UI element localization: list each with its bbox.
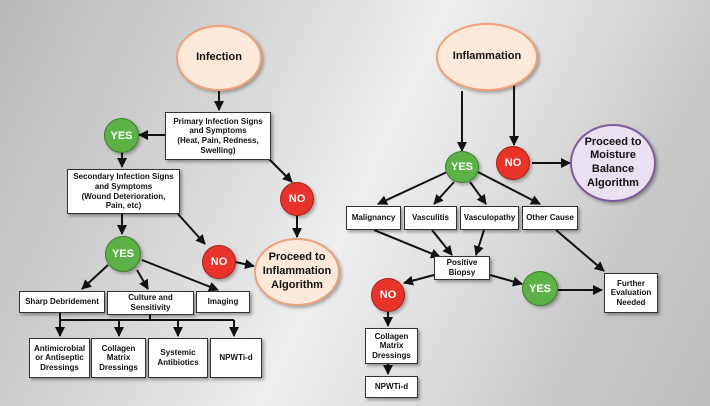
arrow-secondary-to-no2 (177, 213, 206, 245)
primary-signs-box: Primary Infection Signs and Symptoms (He… (165, 112, 271, 160)
antimicrobial-box: Antimicrobial or Antiseptic Dressings (29, 338, 90, 378)
imaging-box: Imaging (196, 291, 250, 313)
yes-node-right: YES (445, 151, 479, 183)
arrow-yes-to-vasculopathy (469, 181, 487, 205)
no-2-node: NO (202, 245, 236, 279)
no-biopsy-node: NO (371, 278, 405, 312)
yes-1-node: YES (104, 118, 139, 153)
npwti-d-box-right: NPWTi-d (365, 376, 418, 398)
yes-2-node: YES (105, 236, 141, 272)
arrow-vasculitis-to-biopsy (431, 229, 453, 256)
infection-node: Infection (176, 25, 262, 91)
vasculitis-box: Vasculitis (404, 206, 457, 230)
inflammation-node: Inflammation (436, 23, 538, 91)
systemic-antibiotics-box: Systemic Antibiotics (148, 338, 208, 378)
arrow-malignancy-to-biopsy (373, 229, 441, 259)
arrow-biopsy-to-yes (489, 274, 523, 287)
other-cause-box: Other Cause (522, 206, 578, 230)
npwti-d-box-left: NPWTi-d (210, 338, 262, 378)
collagen-matrix-box-right: Collagen Matrix Dressings (365, 328, 418, 364)
arrow-yes2-to-imaging (141, 259, 219, 292)
arrow-yes-to-other (477, 171, 541, 205)
positive-biopsy-box: Positive Biopsy (434, 256, 490, 280)
vasculopathy-box: Vasculopathy (460, 206, 519, 230)
secondary-signs-box: Secondary Infection Signs and Symptoms (… (67, 169, 180, 214)
arrow-yes-to-vasculitis (433, 181, 455, 205)
yes-biopsy-node: YES (522, 271, 558, 306)
arrow-yes2-to-sharp (81, 264, 109, 290)
malignancy-box: Malignancy (346, 206, 401, 230)
no-1-node: NO (280, 182, 314, 216)
culture-sensitivity-box: Culture and Sensitivity (107, 291, 194, 315)
arrow-primary-to-no1 (267, 157, 293, 183)
further-evaluation-box: Further Evaluation Needed (604, 273, 658, 313)
collagen-matrix-box: Collagen Matrix Dressings (91, 338, 146, 378)
arrow-vasculopathy-to-biopsy (473, 229, 485, 256)
arrow-biopsy-to-no (403, 274, 435, 286)
sharp-debridement-box: Sharp Debridement (19, 291, 105, 313)
arrow-yes-to-malignancy (377, 171, 448, 205)
proceed-moisture-node: Proceed to Moisture Balance Algorithm (570, 124, 656, 202)
arrow-other-to-further (555, 229, 605, 272)
arrow-yes2-to-culture (136, 269, 149, 290)
proceed-inflammation-node: Proceed to Inflammation Algorithm (254, 238, 340, 306)
no-node-right: NO (496, 146, 530, 180)
arrow-no2-to-proceed (234, 259, 255, 270)
